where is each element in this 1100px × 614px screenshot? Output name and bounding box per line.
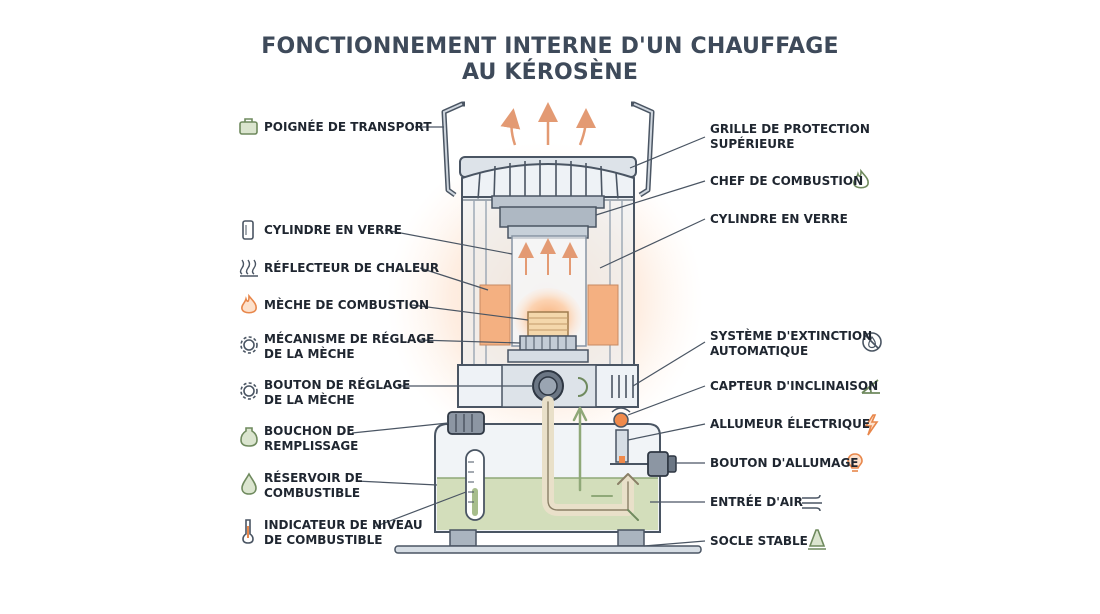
tilt-sensor <box>611 407 631 428</box>
label-combustion-wick: MÈCHE DE COMBUSTION <box>264 298 430 312</box>
ignition-button <box>647 451 677 477</box>
label-combustion-head: CHEF DE COMBUSTION <box>710 174 864 188</box>
flame-outline-icon <box>853 168 869 189</box>
diagram-title-line2: AU KÉROSÈNE <box>461 60 639 85</box>
gear-icon-knob <box>240 382 258 400</box>
gear-icon-mechanism <box>240 336 258 354</box>
top-guard-grille <box>459 156 637 201</box>
flame-icon <box>241 293 257 314</box>
label-stable-base: SOCLE STABLE <box>710 534 808 548</box>
label-heat-reflector: RÉFLECTEUR DE CHALEUR <box>264 261 440 275</box>
thermometer-icon <box>242 519 254 544</box>
wind-icon <box>802 494 822 512</box>
cylinder-icon <box>242 220 254 240</box>
fuel-gauge <box>465 449 485 521</box>
label-glass-cylinder-right: CYLINDRE EN VERRE <box>710 212 848 226</box>
heat-arrows-inner <box>518 238 578 275</box>
cone-base-icon <box>808 529 826 550</box>
label-glass-cylinder-left: CYLINDRE EN VERRE <box>264 223 402 237</box>
briefcase-icon <box>239 118 258 135</box>
combustion-head <box>491 195 605 239</box>
fuel-flow-arrows <box>542 396 639 521</box>
wick-adjust-mechanism <box>507 335 589 363</box>
label-ignition-button: BOUTON D'ALLUMAGE <box>710 456 859 470</box>
leader-lines-left <box>351 126 533 528</box>
heat-reflector-right <box>587 284 619 346</box>
heat-reflector-left <box>479 284 511 346</box>
angle-icon <box>861 379 880 394</box>
filler-cap <box>447 411 485 435</box>
bottle-icon <box>240 427 258 447</box>
diagram-title-line1: FONCTIONNEMENT INTERNE D'UN CHAUFFAGE <box>261 34 839 59</box>
auto-extinguish-vent <box>611 375 634 398</box>
lightning-icon <box>864 414 879 436</box>
label-electric-igniter: ALLUMEUR ÉLECTRIQUE <box>710 417 871 431</box>
label-carry-handle: POIGNÉE DE TRANSPORT <box>264 120 432 134</box>
droplet-icon <box>241 472 257 495</box>
bulb-icon <box>847 453 863 472</box>
stable-base <box>394 529 702 554</box>
label-air-inlet: ENTRÉE D'AIR <box>710 495 803 509</box>
label-tilt-sensor: CAPTEUR D'INCLINAISON <box>710 379 879 393</box>
knob-rotate-icon <box>577 377 588 397</box>
heat-waves-icon <box>239 259 258 277</box>
leader-lines-right <box>595 136 706 547</box>
no-flame-icon <box>862 332 882 352</box>
heat-arrows-top <box>500 102 596 146</box>
